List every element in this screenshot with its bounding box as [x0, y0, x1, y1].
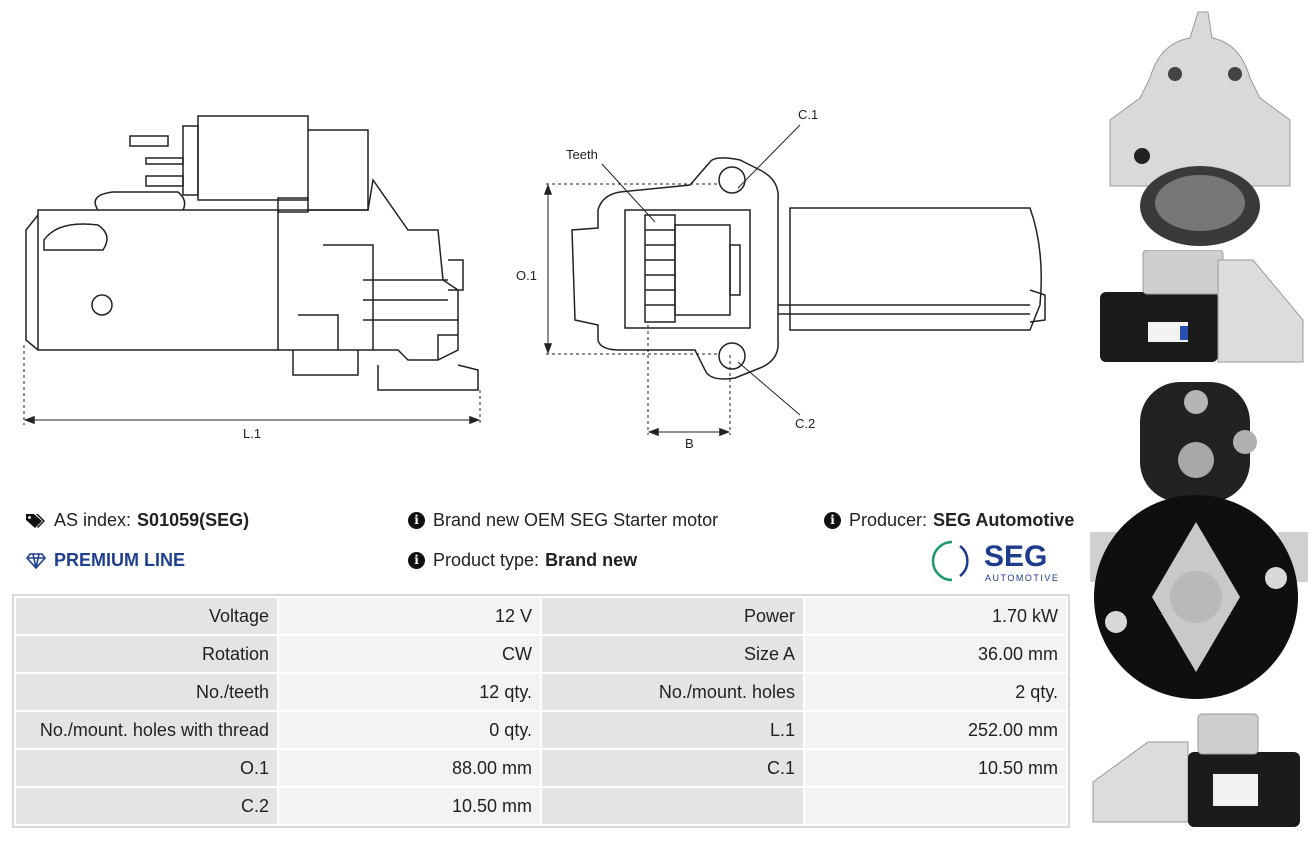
info-icon: i [824, 512, 841, 529]
spec-value: 0 qty. [277, 710, 542, 750]
starter-front-view-drawing: O.1 B C.1 C.2 Teeth [516, 107, 1046, 451]
spec-label: Voltage [14, 596, 279, 636]
producer-value: SEG Automotive [933, 510, 1075, 530]
spec-label: C.2 [14, 786, 279, 826]
table-row: No./teeth 12 qty. No./mount. holes 2 qty… [14, 672, 1068, 712]
spec-label: L.1 [540, 710, 805, 750]
producer-label: Producer: [849, 510, 928, 530]
spec-value: 12 V [277, 596, 542, 636]
product-photo-side [1100, 250, 1304, 363]
as-index-value: S01059(SEG) [137, 510, 250, 530]
spec-label: C.1 [540, 748, 805, 788]
seg-automotive-logo: SEG AUTOMOTIVE [930, 538, 1070, 584]
dim-label-c1: C.1 [798, 107, 818, 122]
producer: i Producer: SEG Automotive [824, 510, 1074, 531]
info-icon: i [408, 552, 425, 569]
description: i Brand new OEM SEG Starter motor [408, 510, 718, 531]
starter-side-view-drawing: L.1 [23, 115, 481, 441]
spec-value: 2 qty. [803, 672, 1068, 712]
spec-value: 88.00 mm [277, 748, 542, 788]
dim-label-o1: O.1 [516, 268, 537, 283]
spec-value: 36.00 mm [803, 634, 1068, 674]
spec-value: 10.50 mm [803, 748, 1068, 788]
dim-label-teeth: Teeth [566, 147, 598, 162]
description-text: Brand new OEM SEG Starter motor [433, 510, 719, 530]
spec-label: No./mount. holes with thread [14, 710, 279, 750]
table-row: C.2 10.50 mm [14, 786, 1068, 826]
dim-label-c2: C.2 [795, 416, 815, 431]
spec-label: No./teeth [14, 672, 279, 712]
product-type-value: Brand new [545, 550, 638, 570]
premium-line-label: PREMIUM LINE [54, 550, 186, 570]
spec-label: Power [540, 596, 805, 636]
info-icon: i [408, 512, 425, 529]
product-type-label: Product type: [433, 550, 540, 570]
premium-line: PREMIUM LINE [26, 550, 185, 571]
spec-value: 1.70 kW [803, 596, 1068, 636]
spec-value [803, 786, 1068, 826]
spec-value: 10.50 mm [277, 786, 542, 826]
seg-logo-text: SEG [984, 540, 1047, 573]
table-row: Voltage 12 V Power 1.70 kW [14, 596, 1068, 636]
spec-label: No./mount. holes [540, 672, 805, 712]
specs-table: Voltage 12 V Power 1.70 kW Rotation CW S… [12, 594, 1070, 828]
table-row: O.1 88.00 mm C.1 10.50 mm [14, 748, 1068, 788]
as-index: AS index: S01059(SEG) [26, 510, 249, 531]
spec-label: Rotation [14, 634, 279, 674]
seg-logo-subtext: AUTOMOTIVE [985, 573, 1059, 583]
spec-value: 252.00 mm [803, 710, 1068, 750]
spec-value: CW [277, 634, 542, 674]
dim-label-l1: L.1 [243, 426, 261, 441]
spec-label: O.1 [14, 748, 279, 788]
spec-label [540, 786, 805, 826]
tags-icon [26, 513, 45, 528]
dim-label-b: B [685, 436, 694, 451]
spec-label: Size A [540, 634, 805, 674]
diamond-icon [26, 552, 46, 569]
product-photo-side-2 [1092, 713, 1300, 827]
product-photo-front [1109, 11, 1291, 246]
product-type: i Product type: Brand new [408, 550, 637, 571]
as-index-label: AS index: [54, 510, 132, 530]
table-row: Rotation CW Size A 36.00 mm [14, 634, 1068, 674]
product-photo-rear [1090, 382, 1308, 699]
table-row: No./mount. holes with thread 0 qty. L.1 … [14, 710, 1068, 750]
spec-value: 12 qty. [277, 672, 542, 712]
